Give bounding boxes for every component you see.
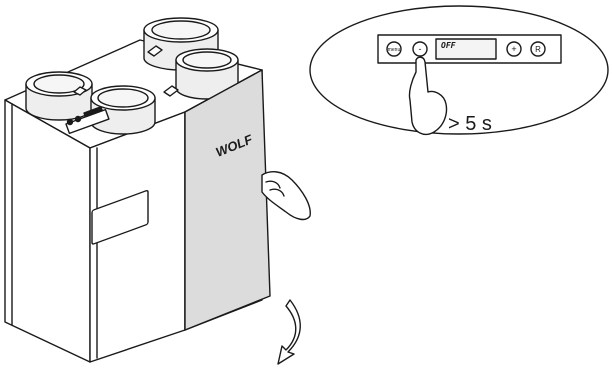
duct-left [26, 72, 92, 120]
plus-button-label: + [511, 44, 516, 54]
front-cover-panel[interactable] [185, 70, 270, 330]
hold-time-label: > 5 s [448, 113, 492, 135]
display-text: OFF [441, 41, 456, 50]
minus-button-label: - [419, 44, 422, 54]
removal-arrow-icon [278, 300, 300, 364]
reset-button-label: R [535, 45, 541, 54]
menu-button-label: menu [388, 47, 401, 53]
hand-icon [262, 172, 310, 220]
